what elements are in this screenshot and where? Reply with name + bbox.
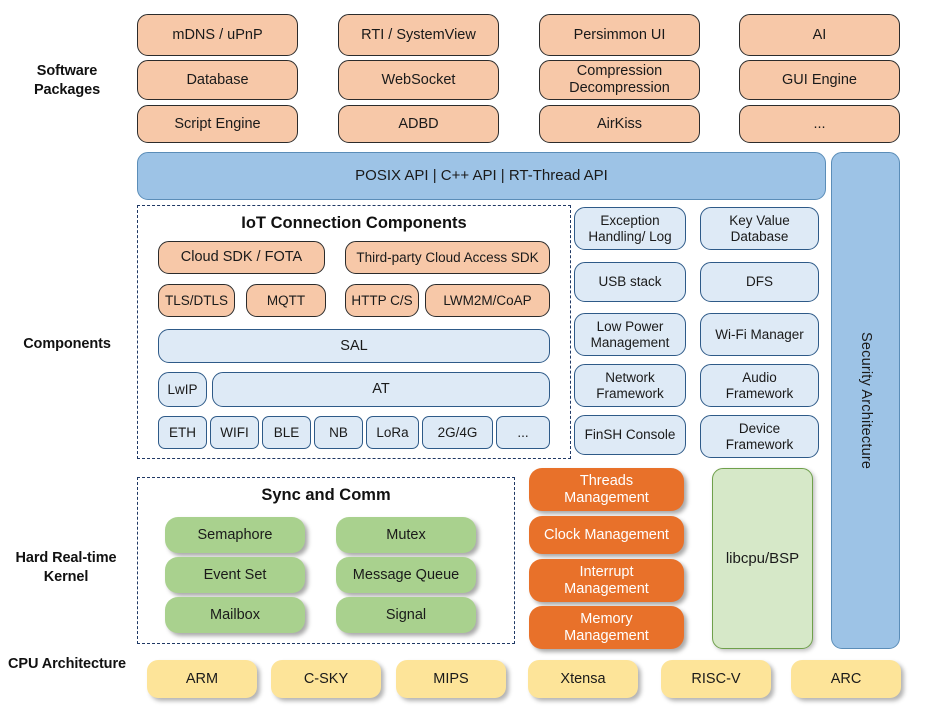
security-architecture-column[interactable]: Security Architecture	[831, 152, 900, 649]
iot-link-box[interactable]: ETH	[158, 416, 207, 449]
libcpu-bsp-box[interactable]: libcpu/BSP	[712, 468, 813, 649]
package-box[interactable]: Database	[137, 60, 298, 100]
kernel-sync-box[interactable]: Event Set	[165, 557, 305, 593]
kernel-management-box[interactable]: Threads Management	[529, 468, 684, 511]
component-box[interactable]: Network Framework	[574, 364, 686, 407]
iot-at-box[interactable]: AT	[212, 372, 550, 407]
row-label-cpu-architecture: CPU Architecture	[8, 656, 126, 672]
component-box[interactable]: FinSH Console	[574, 415, 686, 455]
component-box[interactable]: Wi-Fi Manager	[700, 313, 819, 356]
row-label-components: Components	[23, 336, 111, 352]
package-box[interactable]: mDNS / uPnP	[137, 14, 298, 56]
iot-connection-components-title: IoT Connection Components	[241, 214, 467, 232]
component-box[interactable]: USB stack	[574, 262, 686, 302]
row-label-kernel: Hard Real-time Kernel	[15, 550, 117, 585]
iot-lwip-box[interactable]: LwIP	[158, 372, 207, 407]
cpu-architecture-box[interactable]: ARC	[791, 660, 901, 698]
sync-and-comm-title: Sync and Comm	[261, 486, 391, 504]
iot-protocol-box[interactable]: HTTP C/S	[345, 284, 419, 317]
kernel-management-box[interactable]: Memory Management	[529, 606, 684, 649]
component-box[interactable]: Low Power Management	[574, 313, 686, 356]
row-label-software-packages: Software Packages	[33, 63, 101, 98]
package-box[interactable]: AirKiss	[539, 105, 700, 143]
package-box[interactable]: GUI Engine	[739, 60, 900, 100]
iot-protocol-box[interactable]: TLS/DTLS	[158, 284, 235, 317]
component-box[interactable]: Key Value Database	[700, 207, 819, 250]
iot-cloud-box[interactable]: Third-party Cloud Access SDK	[345, 241, 550, 274]
iot-sal-box[interactable]: SAL	[158, 329, 550, 363]
cpu-architecture-box[interactable]: Xtensa	[528, 660, 638, 698]
cpu-architecture-box[interactable]: ARM	[147, 660, 257, 698]
kernel-management-box[interactable]: Clock Management	[529, 516, 684, 554]
kernel-sync-box[interactable]: Semaphore	[165, 517, 305, 553]
kernel-sync-box[interactable]: Mailbox	[165, 597, 305, 633]
iot-link-box[interactable]: NB	[314, 416, 363, 449]
iot-link-box[interactable]: 2G/4G	[422, 416, 493, 449]
api-bar[interactable]: POSIX API | C++ API | RT-Thread API	[137, 152, 826, 200]
kernel-sync-box[interactable]: Message Queue	[336, 557, 476, 593]
sync-and-comm-frame	[137, 477, 515, 644]
cpu-architecture-box[interactable]: C-SKY	[271, 660, 381, 698]
iot-link-box[interactable]: LoRa	[366, 416, 419, 449]
iot-cloud-box[interactable]: Cloud SDK / FOTA	[158, 241, 325, 274]
package-box[interactable]: ...	[739, 105, 900, 143]
iot-protocol-box[interactable]: MQTT	[246, 284, 326, 317]
package-box[interactable]: AI	[739, 14, 900, 56]
component-box[interactable]: Device Framework	[700, 415, 819, 458]
iot-protocol-box[interactable]: LWM2M/CoAP	[425, 284, 550, 317]
iot-link-box[interactable]: BLE	[262, 416, 311, 449]
package-box[interactable]: Script Engine	[137, 105, 298, 143]
component-box[interactable]: Exception Handling/ Log	[574, 207, 686, 250]
iot-link-box[interactable]: WIFI	[210, 416, 259, 449]
security-architecture-label: Security Architecture	[857, 331, 874, 470]
kernel-sync-box[interactable]: Mutex	[336, 517, 476, 553]
iot-link-box[interactable]: ...	[496, 416, 550, 449]
package-box[interactable]: Compression Decompression	[539, 60, 700, 100]
package-box[interactable]: RTI / SystemView	[338, 14, 499, 56]
cpu-architecture-box[interactable]: RISC-V	[661, 660, 771, 698]
component-box[interactable]: Audio Framework	[700, 364, 819, 407]
cpu-architecture-box[interactable]: MIPS	[396, 660, 506, 698]
package-box[interactable]: WebSocket	[338, 60, 499, 100]
package-box[interactable]: Persimmon UI	[539, 14, 700, 56]
kernel-sync-box[interactable]: Signal	[336, 597, 476, 633]
component-box[interactable]: DFS	[700, 262, 819, 302]
iot-connection-components-frame	[137, 205, 571, 459]
kernel-management-box[interactable]: Interrupt Management	[529, 559, 684, 602]
package-box[interactable]: ADBD	[338, 105, 499, 143]
